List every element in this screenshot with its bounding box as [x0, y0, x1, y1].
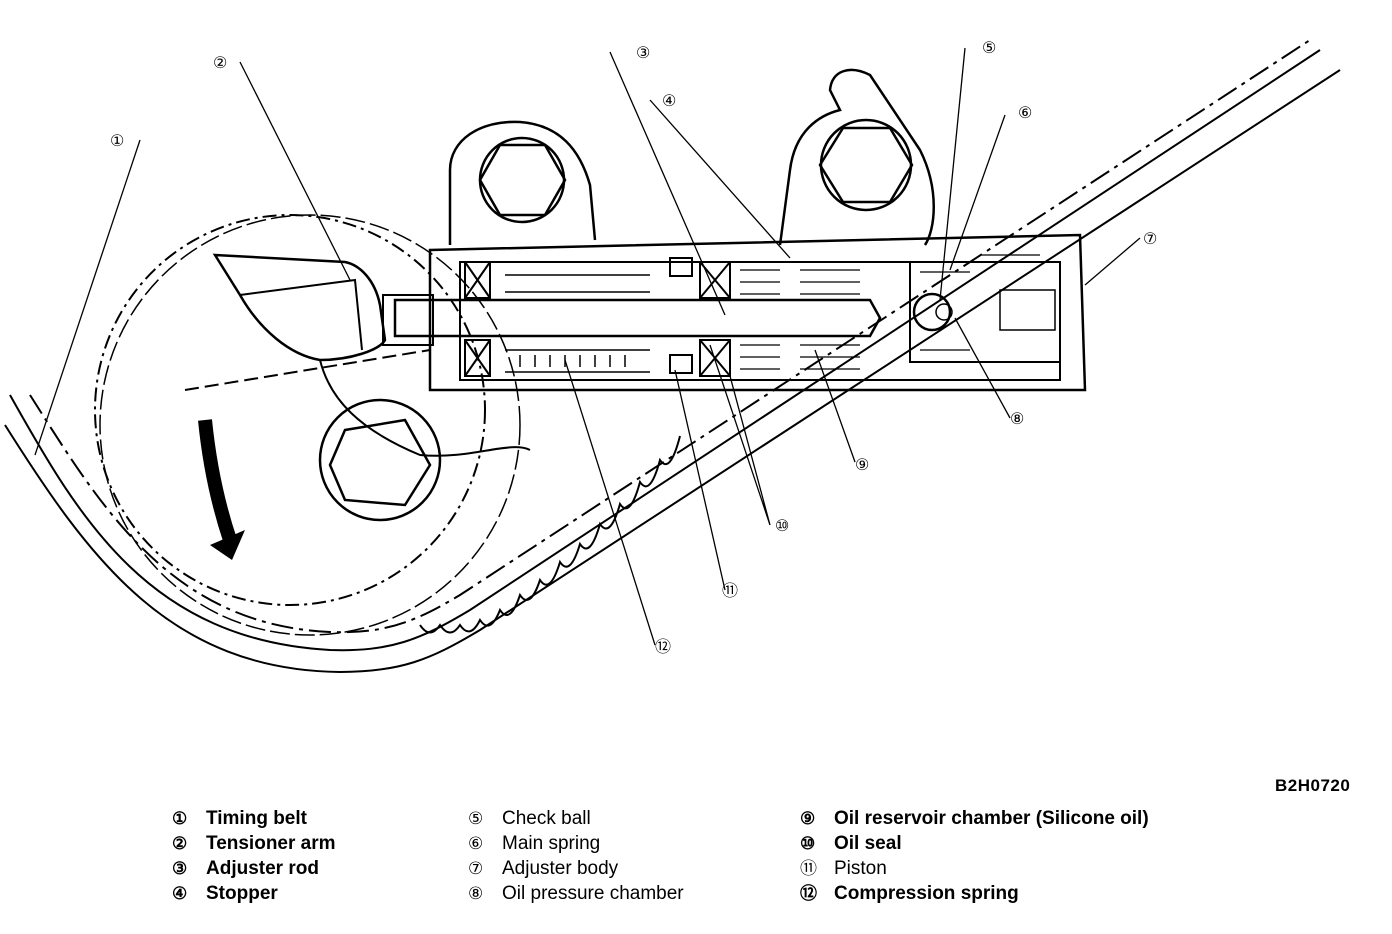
- callout-12: ⑫: [655, 638, 671, 656]
- legend-number: ⑪: [800, 859, 817, 878]
- legend-item: ⑩ Oil seal: [800, 831, 1149, 856]
- legend-item: ⑥ Main spring: [468, 831, 684, 856]
- compression-spring: [505, 274, 650, 373]
- legend-label: Timing belt: [206, 808, 307, 829]
- callout-5: ⑤: [982, 40, 996, 57]
- check-ball-seat: [935, 303, 953, 321]
- check-ball: [912, 292, 952, 332]
- legend-item: ⑦ Adjuster body: [468, 856, 684, 881]
- legend-item: ⑪ Piston: [800, 856, 1149, 881]
- legend-item: ③ Adjuster rod: [172, 856, 336, 881]
- legend-number: ①: [172, 809, 188, 828]
- adjuster-body: [428, 233, 1087, 392]
- callout-7: ⑦: [1143, 231, 1157, 248]
- legend-item: ⑧ Oil pressure chamber: [468, 881, 684, 906]
- legend-number: ⑥: [468, 834, 484, 853]
- tensioner-pulley: [94, 214, 521, 636]
- legend-label: Stopper: [206, 883, 278, 904]
- legend-number: ④: [172, 884, 188, 903]
- legend-item: ④ Stopper: [172, 881, 336, 906]
- legend-item: ⑨ Oil reservoir chamber (Silicone oil): [800, 806, 1149, 831]
- callout-3: ③: [636, 45, 650, 62]
- legend-label: Compression spring: [834, 883, 1019, 904]
- callout-8: ⑧: [1010, 411, 1024, 428]
- legend-label: Adjuster rod: [206, 858, 319, 879]
- oil-reservoir: [740, 254, 1040, 370]
- legend-number: ③: [172, 859, 188, 878]
- tensioner-arm: [184, 253, 531, 522]
- legend-item: ① Timing belt: [172, 806, 336, 831]
- callout-6: ⑥: [1018, 105, 1032, 122]
- arrow-head: [210, 530, 245, 560]
- legend-number: ⑨: [800, 809, 816, 828]
- legend-number: ⑫: [800, 884, 817, 903]
- legend-number: ⑧: [468, 884, 484, 903]
- callout-9: ⑨: [855, 457, 869, 474]
- legend-label: Oil reservoir chamber (Silicone oil): [834, 808, 1149, 829]
- legend-item: ⑤ Check ball: [468, 806, 684, 831]
- tensioner-diagram: ① ② ③ ④ ⑤ ⑥ ⑦ ⑧ ⑨ ⑩ ⑪ ⑫: [4, 39, 1341, 674]
- legend-number: ⑦: [468, 859, 484, 878]
- callout-10: ⑩: [775, 518, 789, 535]
- legend-number: ⑤: [468, 809, 484, 828]
- leader-lines: [34, 47, 1141, 646]
- oil-seals: [464, 261, 731, 377]
- legend-item: ⑫ Compression spring: [800, 881, 1149, 906]
- callout-4: ④: [662, 93, 676, 110]
- mounting-bracket: [448, 68, 935, 246]
- figure-code: B2H0720: [1275, 776, 1351, 795]
- legend-label: Oil seal: [834, 833, 902, 854]
- legend-label: Tensioner arm: [206, 833, 336, 854]
- legend-label: Main spring: [502, 833, 601, 854]
- adjuster-rod: [382, 294, 882, 346]
- legend-label: Piston: [834, 858, 887, 879]
- callout-1: ①: [110, 133, 124, 150]
- timing-belt: [4, 39, 1341, 674]
- legend-label: Check ball: [502, 808, 591, 829]
- legend-item: ② Tensioner arm: [172, 831, 336, 856]
- legend-number: ②: [172, 834, 188, 853]
- callout-numbers: ① ② ③ ④ ⑤ ⑥ ⑦ ⑧ ⑨ ⑩ ⑪ ⑫: [110, 40, 1157, 656]
- legend-label: Oil pressure chamber: [502, 883, 684, 904]
- piston: [669, 257, 693, 374]
- legend-column-1: ① Timing belt ② Tensioner arm ③ Adjuster ro…: [172, 806, 336, 906]
- rotation-arrow: [198, 419, 237, 543]
- legend-number: ⑩: [800, 834, 816, 853]
- callout-11: ⑪: [722, 582, 738, 600]
- legend-label: Adjuster body: [502, 858, 619, 879]
- callout-2: ②: [213, 55, 227, 72]
